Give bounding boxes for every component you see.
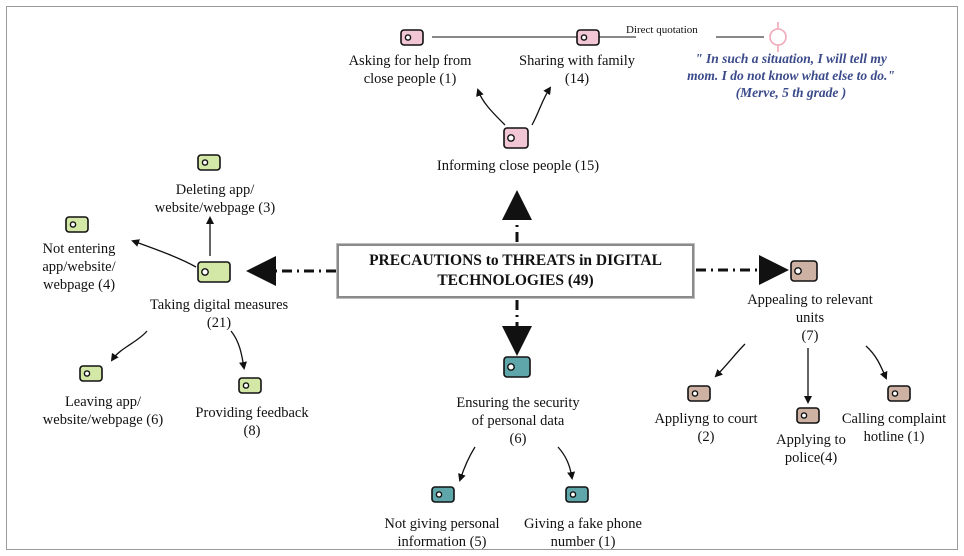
node-sharing-family: Sharing with family (14) — [519, 53, 635, 87]
tag-icon-applying-court — [687, 385, 711, 402]
connector-asking-help — [476, 88, 506, 126]
connector-not-giving — [458, 446, 476, 482]
node-providing-feedback: Providing feedback (8) — [195, 405, 309, 439]
tag-icon-leaving-app — [79, 365, 103, 382]
connector-feedback — [230, 330, 247, 370]
sub-connectors — [110, 36, 888, 482]
tag-icon-ensuring-security — [503, 356, 531, 378]
connector-leaving-app — [110, 330, 148, 362]
quote-marker-icon — [769, 22, 787, 52]
node-deleting-app: Deleting app/ website/webpage (3) — [154, 182, 276, 216]
tag-icon-fake-phone — [565, 486, 589, 503]
main-connectors — [246, 190, 789, 356]
tag-icons — [65, 29, 911, 503]
quote-text: " In such a situation, I will tell my mo… — [687, 51, 895, 100]
connector-fake-phone — [557, 446, 576, 480]
central-theme-line1: PRECAUTIONS to THREATS in DIGITAL — [369, 252, 662, 269]
tag-icon-sharing-family — [576, 29, 600, 46]
tag-icon-calling-hotline — [887, 385, 911, 402]
node-applying-police: Applying to police(4) — [776, 432, 846, 466]
connector-not-entering — [131, 239, 197, 268]
direct-quotation-label: Direct quotation — [626, 24, 698, 36]
tag-icon-informing — [503, 127, 529, 149]
node-calling-hotline: Calling complaint hotline (1) — [841, 411, 947, 445]
diagram-frame — [6, 6, 958, 550]
node-applying-court: Appliyng to court (2) — [654, 411, 758, 445]
node-leaving-app: Leaving app/ website/webpage (6) — [42, 394, 164, 428]
tag-icon-appealing-units — [790, 260, 818, 282]
tag-icon-providing-feedback — [238, 377, 262, 394]
tag-icon-applying-police — [796, 407, 820, 424]
node-appealing-units: Appealing to relevant units (7) — [747, 292, 873, 344]
node-not-giving-info: Not giving personal information (5) — [384, 516, 500, 550]
connector-court — [714, 343, 746, 378]
connector-hotline — [865, 345, 888, 380]
node-informing-close-people: Informing close people (15) — [436, 158, 600, 174]
node-fake-phone: Giving a fake phone number (1) — [524, 516, 642, 550]
tag-icon-not-giving-info — [431, 486, 455, 503]
tag-icon-not-entering — [65, 216, 89, 233]
central-theme-box: PRECAUTIONS to THREATS in DIGITAL TECHNO… — [337, 244, 694, 298]
tag-icon-taking-digital — [197, 261, 231, 283]
tag-icon-deleting-app — [197, 154, 221, 171]
node-ensuring-security: Ensuring the security of personal data (… — [456, 395, 580, 447]
node-taking-digital-measures: Taking digital measures (21) — [149, 297, 289, 331]
node-asking-help: Asking for help from close people (1) — [348, 53, 472, 87]
central-theme-line2: TECHNOLOGIES (49) — [437, 272, 594, 289]
tag-icon-asking-help — [400, 29, 424, 46]
node-not-entering: Not entering app/website/ webpage (4) — [42, 241, 116, 293]
connector-sharing-family — [531, 86, 552, 126]
